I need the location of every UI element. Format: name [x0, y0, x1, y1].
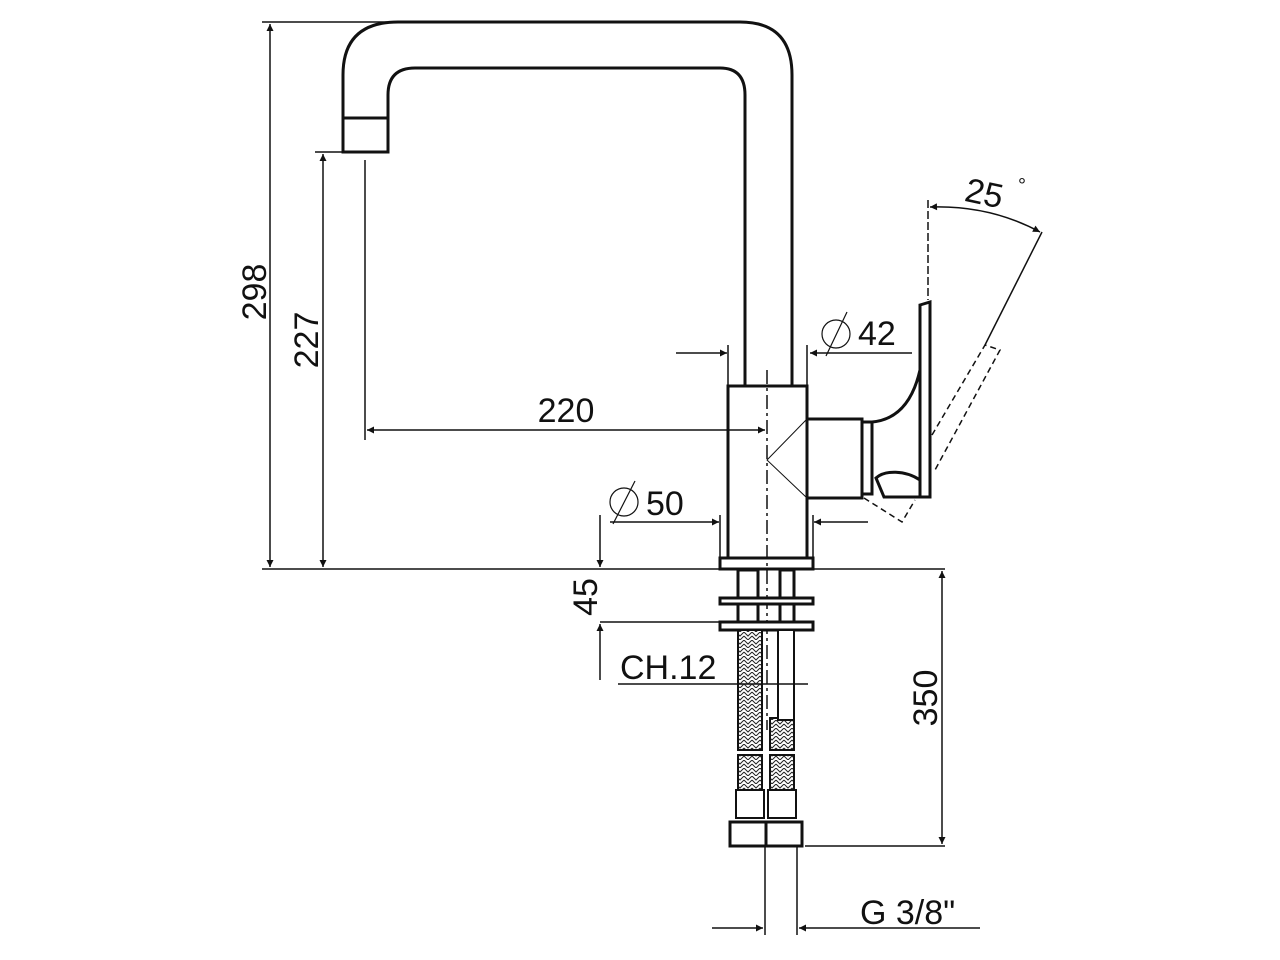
dim-nut-size: CH.12: [620, 649, 716, 687]
degree-symbol: °: [1018, 175, 1026, 197]
dim-hose-length: 350: [907, 670, 945, 727]
dim-body-diameter: 50: [646, 485, 684, 523]
dim-connection: G 3/8": [860, 894, 955, 932]
aerator: [341, 116, 390, 154]
dim-spout-reach: 220: [538, 392, 595, 430]
dim-spout-height: 227: [288, 312, 326, 369]
diameter-symbols: [609, 311, 851, 525]
dim-total-height: 298: [236, 264, 274, 321]
dim-spout-diameter: 42: [858, 315, 896, 353]
dimension-lines: [262, 21, 1043, 935]
lever-open-position: [863, 344, 1002, 524]
spout: [341, 20, 794, 385]
fixing-shank: [718, 568, 815, 632]
dim-lever-angle: 25: [962, 171, 1007, 216]
flexible-hoses: [728, 629, 804, 848]
dim-deck-thickness: 45: [567, 578, 605, 616]
